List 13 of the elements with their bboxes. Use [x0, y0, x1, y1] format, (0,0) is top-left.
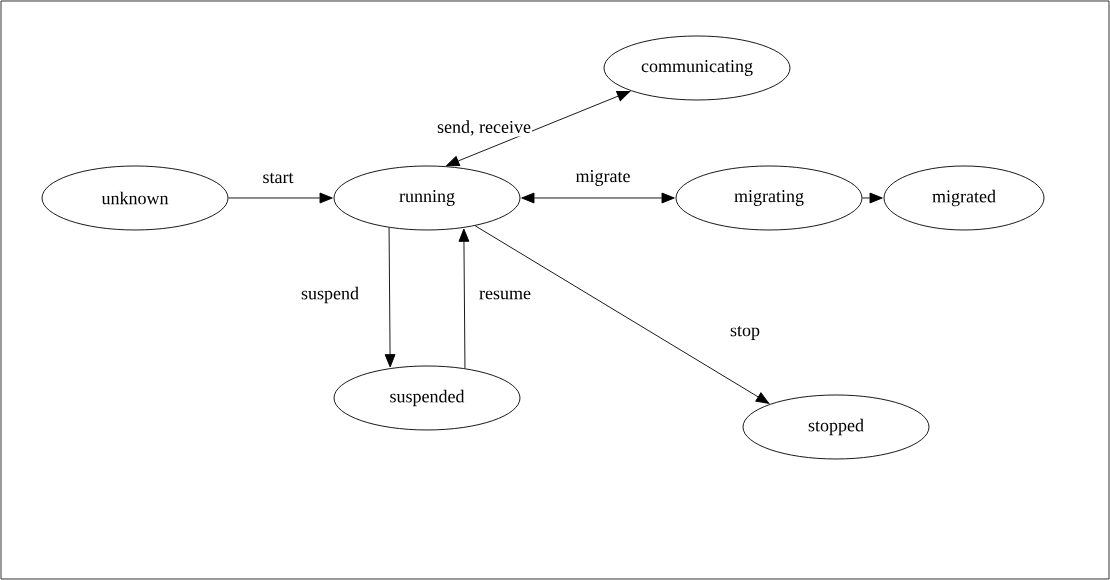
arrow	[228, 192, 333, 204]
arrow	[474, 225, 770, 404]
arrow	[521, 192, 675, 204]
arrow	[384, 227, 396, 368]
edge-label: stop	[729, 325, 761, 341]
arrow	[446, 90, 631, 167]
arrow	[862, 192, 883, 204]
edge-label: migrate	[574, 169, 632, 187]
edge-label: start	[261, 171, 295, 185]
arrow	[458, 228, 470, 369]
edge-label: send, receive	[436, 119, 532, 137]
edge-label: suspend	[300, 285, 360, 305]
edge-label: resume	[478, 289, 532, 301]
